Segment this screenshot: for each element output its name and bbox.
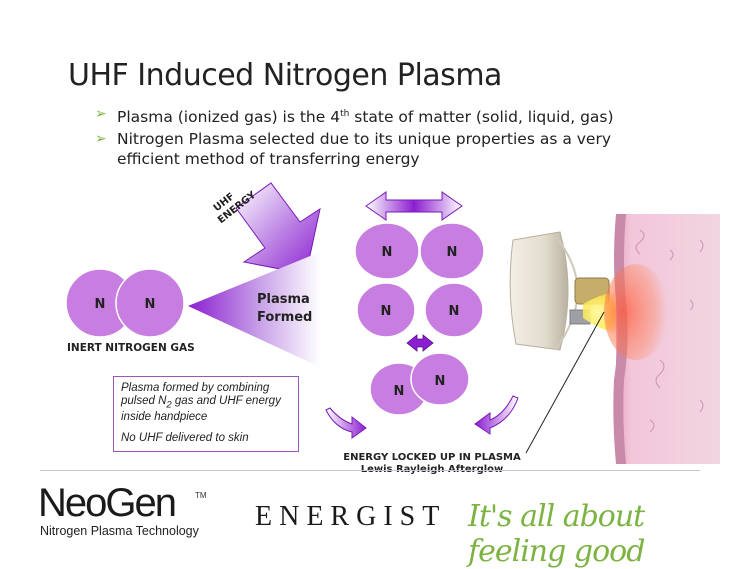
bullet-text-before: Plasma (ionized gas) is the 4 [117, 108, 341, 127]
footer-divider [40, 470, 700, 471]
tagline: It's all about feeling good [468, 499, 645, 569]
double-arrow-top [365, 191, 463, 221]
nitrogen-atom [410, 352, 470, 406]
curved-arrow-right [474, 395, 519, 435]
energy-locked-label: ENERGY LOCKED UP IN PLASMA [343, 452, 521, 463]
callout-text-1: Plasma formed by combining pulsed N2 gas… [121, 382, 291, 424]
slide: UHF Induced Nitrogen Plasma ➢ Plasma (io… [38, 58, 720, 569]
plasma-formed-line2: Formed [257, 310, 312, 325]
bullet-text-after: state of matter (solid, liquid, gas) [349, 108, 614, 127]
atom-label: N [381, 304, 392, 319]
plasma-atom-pair-middle: N N [356, 282, 484, 338]
atom-label: N [95, 297, 106, 312]
bullet-list: ➢ Plasma (ionized gas) is the 4th state … [95, 104, 675, 171]
trademark-mark: TM [195, 491, 207, 500]
plasma-diagram: UHF ENERGY Plasma Formed N N INERT NITRO… [65, 182, 720, 475]
slide-title: UHF Induced Nitrogen Plasma [68, 58, 502, 93]
plasma-callout-box: Plasma formed by combining pulsed N2 gas… [113, 376, 299, 452]
nitrogen-atom [419, 222, 485, 280]
neogen-logo: NeoGen [38, 481, 177, 525]
energist-logo: ENERGIST [255, 501, 447, 532]
afterglow-label: Lewis Rayleigh Afterglow [361, 464, 504, 475]
nitrogen-atom [115, 268, 185, 338]
plasma-atom-pair-top: N N [354, 222, 485, 280]
callout-text-2: No UHF delivered to skin [121, 432, 249, 445]
callout-line1b: gas and UHF energy inside handpiece [121, 395, 281, 424]
atom-label: N [435, 374, 446, 389]
bullet-text: Nitrogen Plasma selected due to its uniq… [117, 130, 612, 169]
skin-cross-section [604, 214, 720, 464]
bullet-superscript: th [340, 109, 350, 119]
plasma-cone [188, 252, 320, 367]
bullet-item: ➢ Plasma (ionized gas) is the 4th state … [95, 104, 675, 127]
neogen-subtitle: Nitrogen Plasma Technology [40, 524, 199, 538]
nitrogen-atom [424, 282, 484, 338]
double-arrow-small [406, 334, 434, 352]
callout-subscript: 2 [166, 399, 172, 411]
atom-label: N [382, 245, 393, 260]
afterglow-pointer-line [525, 311, 605, 454]
inert-nitrogen-molecule: N N [65, 268, 185, 338]
curved-arrow-left [325, 407, 367, 439]
plasma-atom-pair-bottom: N N [369, 352, 470, 416]
arrow-bullet-icon: ➢ [95, 131, 107, 148]
atom-label: N [447, 245, 458, 260]
callout-line1: Plasma formed by combining pulsed N [121, 382, 270, 407]
nitrogen-atom [354, 222, 420, 280]
inert-gas-label: INERT NITROGEN GAS [67, 342, 195, 354]
uhf-energy-arrow [235, 182, 321, 275]
arrow-bullet-icon: ➢ [95, 106, 107, 122]
atom-label: N [449, 304, 460, 319]
atom-label: N [394, 384, 405, 399]
atom-label: N [145, 297, 156, 312]
nitrogen-atom [356, 282, 416, 338]
bullet-item: ➢ Nitrogen Plasma selected due to its un… [95, 129, 675, 169]
plasma-formed-line1: Plasma [257, 292, 310, 307]
